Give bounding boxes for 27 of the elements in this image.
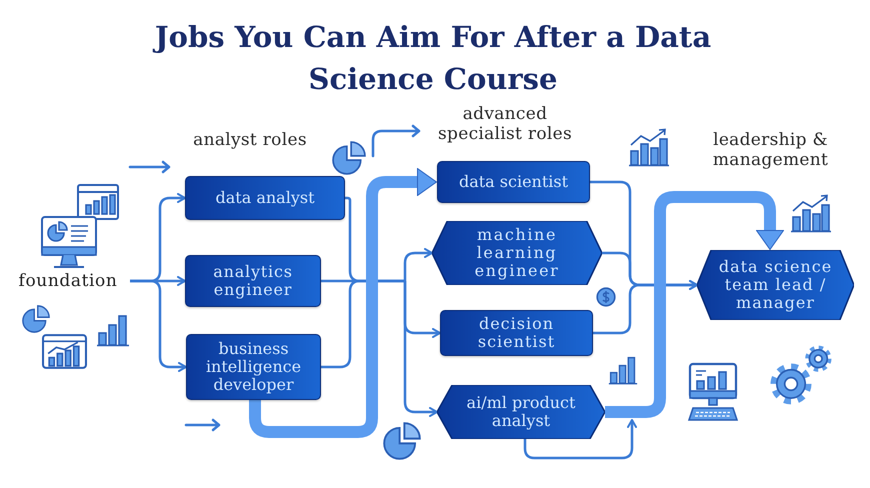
section-heading: leadership & management [712,130,830,170]
diagram-title: Jobs You Can Aim For After a Data Science Course [152,19,712,98]
role-box [185,176,345,220]
connector-arrow [593,280,698,334]
hexagon-node [432,221,602,285]
role-title: data scientist [458,173,568,191]
role-title: business intelligence developer [204,340,302,394]
role-title: data science team lead / manager [718,258,834,312]
role-title: ai/ml product analyst [466,394,576,430]
section-heading: advanced specialist roles [437,104,573,144]
role-title: analytics engineer [212,263,294,299]
thick-arrow [249,168,437,438]
connector-arrow [404,248,433,281]
role-box [185,255,321,307]
connector-line [321,280,405,368]
connector-arrow [404,281,438,417]
connector-arrow [130,280,187,372]
stage-label: foundation [6,268,130,294]
role-title: machine learning engineer [474,226,560,280]
role-box [440,310,593,356]
hexagon-node [437,385,605,439]
section-heading: analyst roles [192,130,308,150]
role-title: decision scientist [476,315,556,351]
role-box [186,334,321,400]
role-title: data analyst [215,189,314,207]
hexagon-node [697,250,854,320]
role-box [437,161,590,203]
